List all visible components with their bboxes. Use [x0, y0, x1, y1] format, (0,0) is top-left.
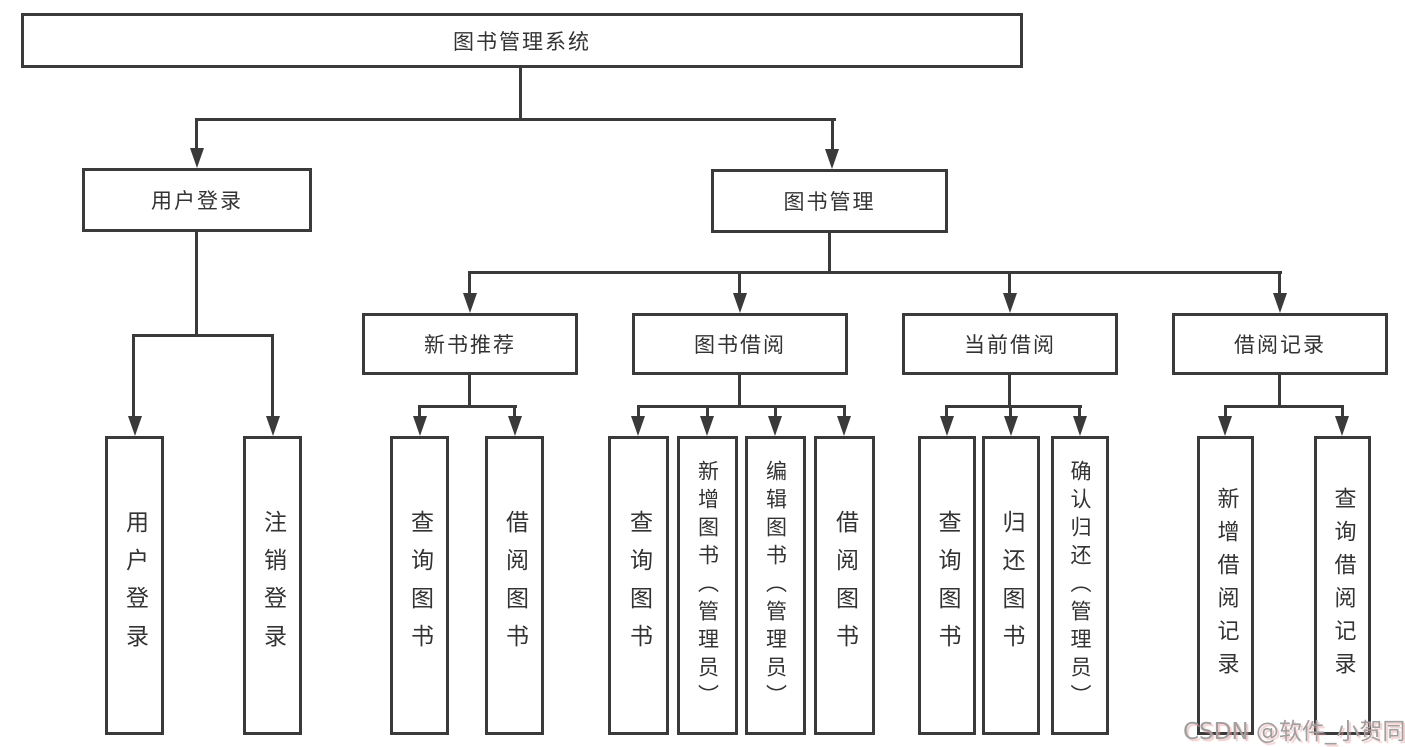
connector-arrow [128, 416, 142, 436]
connector-line [513, 405, 516, 418]
leaf-label: 编辑图书（管理员） [763, 459, 788, 712]
leaf-label: 借阅图书 [831, 509, 858, 662]
connector-line [195, 232, 198, 337]
node-book-management: 图书管理 [711, 169, 948, 233]
connector-line [706, 405, 709, 418]
connector-arrow [413, 416, 427, 436]
leaf-label: 归还图书 [998, 509, 1024, 662]
leaf-borrow-books-borrowing: 借阅图书 [814, 436, 875, 735]
connector-arrow [508, 416, 522, 436]
connector-line [831, 118, 834, 152]
connector-line [738, 375, 741, 408]
leaf-label: 查询图书 [625, 509, 652, 662]
node-new-book-recommend: 新书推荐 [362, 313, 578, 375]
connector-line [418, 405, 517, 408]
connector-line [132, 334, 135, 418]
leaf-edit-book-admin: 编辑图书（管理员） [745, 436, 806, 735]
leaf-label: 确认归还（管理员） [1068, 459, 1092, 712]
connector-line [1224, 405, 1227, 418]
connector-arrow [1073, 416, 1087, 436]
node-borrowing-records: 借阅记录 [1172, 313, 1388, 375]
leaf-label: 用户登录 [121, 509, 148, 662]
connector-arrow [266, 416, 280, 436]
connector-line [1078, 405, 1081, 418]
connector-line [637, 405, 640, 418]
connector-arrow [1218, 416, 1232, 436]
connector-line [774, 405, 777, 418]
leaf-return-book: 归还图书 [982, 436, 1040, 735]
connector-arrow [768, 416, 782, 436]
leaf-add-borrow-record: 新增借阅记录 [1197, 436, 1254, 735]
leaf-label: 新增图书（管理员） [695, 459, 720, 712]
node-user-login: 用户登录 [82, 168, 312, 232]
connector-line [738, 271, 741, 295]
node-book-borrowing: 图书借阅 [632, 313, 848, 375]
connector-line [1008, 375, 1011, 408]
connector-line [945, 405, 948, 418]
connector-arrow [463, 293, 477, 313]
leaf-borrow-books-recommend: 借阅图书 [485, 436, 544, 735]
node-current-borrowing: 当前借阅 [902, 313, 1118, 375]
connector-arrow [700, 416, 714, 436]
connector-line [1278, 375, 1281, 408]
connector-line [468, 271, 471, 295]
connector-line [843, 405, 846, 418]
connector-arrow [837, 416, 851, 436]
connector-line [1278, 271, 1281, 295]
leaf-label: 查询图书 [934, 509, 960, 662]
connector-arrow [631, 416, 645, 436]
connector-line [828, 233, 831, 274]
connector-arrow [1335, 416, 1349, 436]
node-root: 图书管理系统 [21, 13, 1023, 68]
leaf-query-books-recommend: 查询图书 [390, 436, 449, 735]
leaf-query-books-current: 查询图书 [918, 436, 976, 735]
leaf-label: 查询借阅记录 [1330, 486, 1356, 685]
leaf-confirm-return-admin: 确认归还（管理员） [1051, 436, 1109, 735]
connector-line [1224, 405, 1344, 408]
connector-arrow [733, 293, 747, 313]
leaf-query-books-borrowing: 查询图书 [608, 436, 669, 735]
leaf-label: 查询图书 [406, 509, 433, 662]
connector-arrow [190, 148, 204, 168]
leaf-add-book-admin: 新增图书（管理员） [677, 436, 738, 735]
leaf-query-borrow-record: 查询借阅记录 [1314, 436, 1371, 735]
connector-line [132, 334, 274, 337]
leaf-logout: 注销登录 [243, 436, 302, 735]
connector-line [1008, 271, 1011, 295]
connector-line [468, 271, 1282, 274]
leaf-label: 借阅图书 [501, 509, 528, 662]
leaf-user-login: 用户登录 [105, 436, 164, 735]
connector-line [1341, 405, 1344, 418]
connector-line [468, 375, 471, 408]
connector-line [195, 118, 198, 152]
connector-arrow [1004, 416, 1018, 436]
connector-line [519, 68, 522, 121]
connector-line [1009, 405, 1012, 418]
connector-arrow [825, 149, 839, 169]
leaf-label: 新增借阅记录 [1213, 486, 1239, 685]
csdn-watermark: CSDN @软件_小贺同学 [1183, 719, 1405, 745]
connector-arrow [940, 416, 954, 436]
connector-line [945, 405, 1082, 408]
connector-line [637, 405, 846, 408]
connector-arrow [1273, 293, 1287, 313]
connector-line [271, 334, 274, 418]
connector-arrow [1003, 293, 1017, 313]
connector-line [418, 405, 421, 418]
leaf-label: 注销登录 [259, 509, 286, 662]
connector-line [196, 118, 836, 121]
